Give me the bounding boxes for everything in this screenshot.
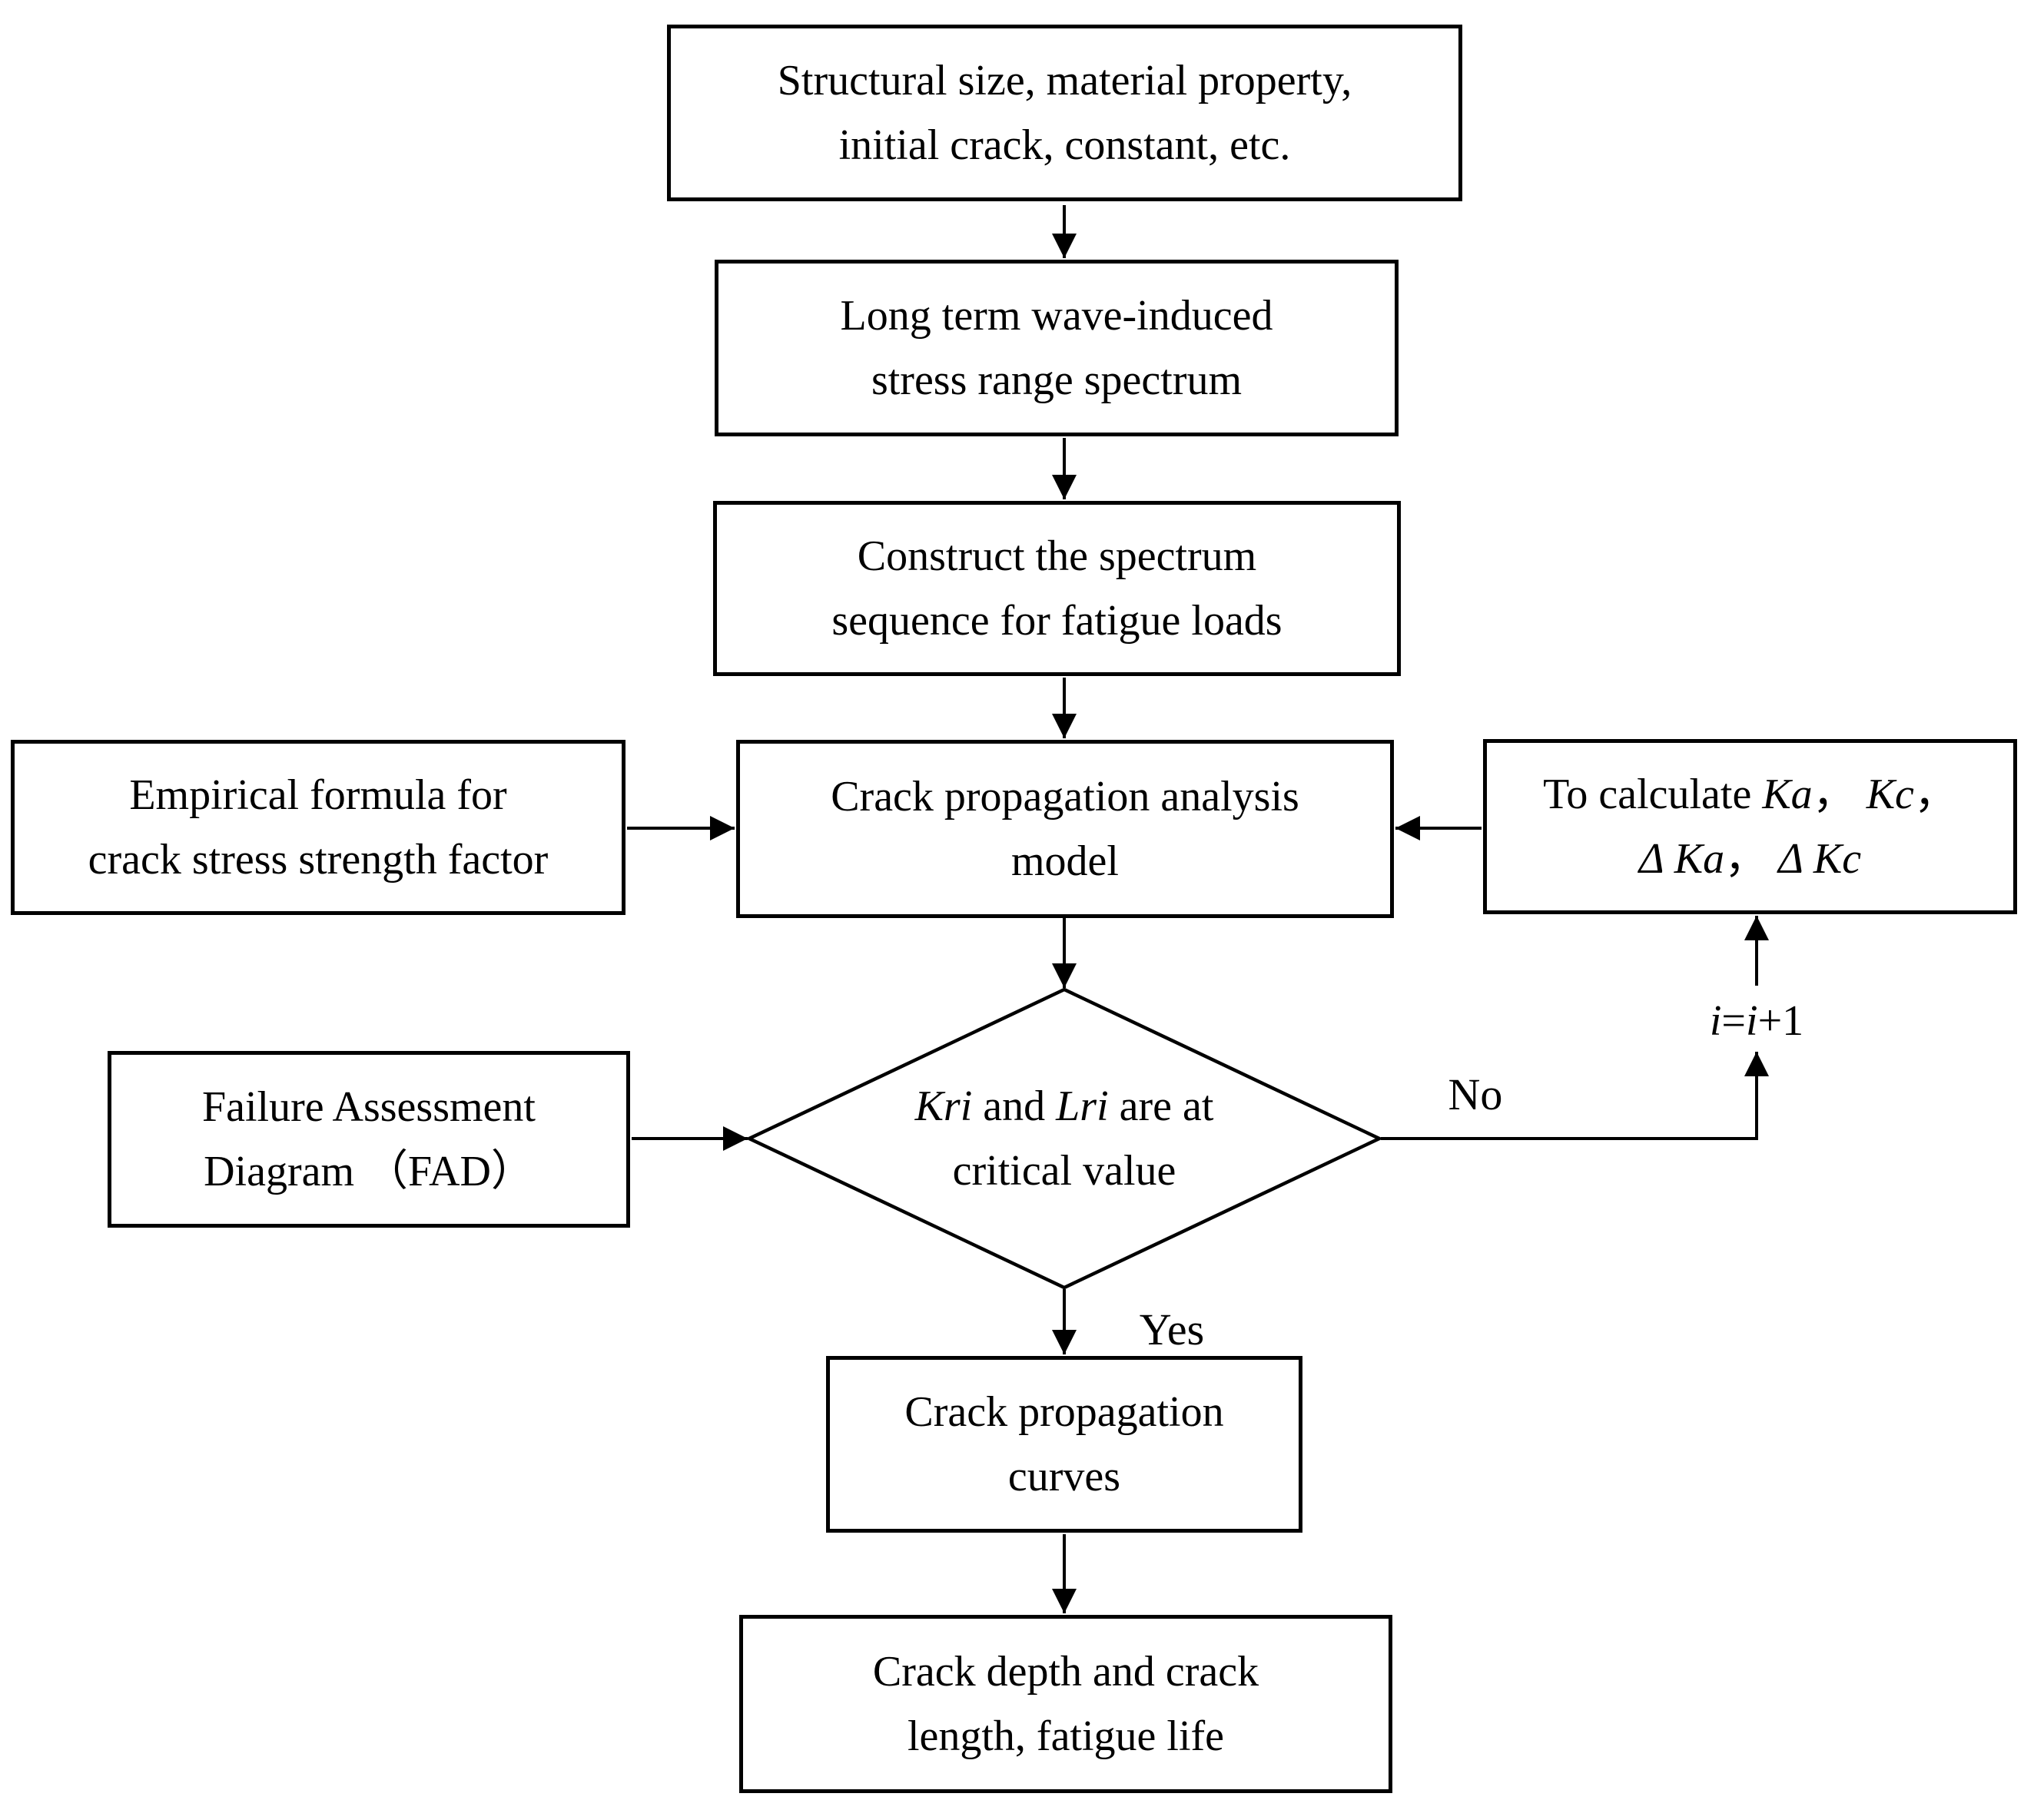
node-curves: Crack propagation curves — [826, 1356, 1302, 1533]
node-input-line2: initial crack, constant, etc. — [838, 121, 1291, 169]
node-curves-line1: Crack propagation — [904, 1388, 1224, 1436]
node-construct: Construct the spectrum sequence for fati… — [713, 501, 1401, 676]
node-input-line1: Structural size, material property, — [777, 57, 1352, 104]
node-output: Crack depth and crack length, fatigue li… — [739, 1615, 1392, 1793]
node-spectrum: Long term wave-induced stress range spec… — [715, 260, 1399, 436]
node-calculate-line1: To calculate Ka， Kc， — [1543, 771, 1957, 818]
node-construct-line1: Construct the spectrum — [857, 532, 1257, 580]
node-decision-line1: Kri and Lri are at — [914, 1082, 1214, 1130]
node-model-line2: model — [1011, 837, 1119, 885]
node-output-line1: Crack depth and crack — [872, 1648, 1259, 1696]
node-calculate-line2: Δ Ka， Δ Kc — [1638, 835, 1862, 883]
node-construct-line2: sequence for fatigue loads — [831, 597, 1282, 645]
node-input: Structural size, material property, init… — [667, 25, 1462, 201]
node-model: Crack propagation analysis model — [736, 740, 1394, 918]
node-decision-line2: critical value — [952, 1147, 1176, 1195]
node-decision-text: Kri and Lri are at critical value — [772, 1074, 1356, 1203]
node-model-line1: Crack propagation analysis — [831, 773, 1299, 820]
label-yes: Yes — [1139, 1304, 1205, 1354]
node-empirical-line2: crack stress strength factor — [88, 836, 549, 883]
node-empirical: Empirical formula for crack stress stren… — [11, 740, 625, 915]
node-calculate: To calculate Ka， Kc， Δ Ka， Δ Kc — [1483, 739, 2017, 914]
node-empirical-line1: Empirical formula for — [129, 771, 507, 819]
node-output-line2: length, fatigue life — [907, 1712, 1225, 1760]
node-curves-line2: curves — [1007, 1453, 1121, 1500]
node-spectrum-line1: Long term wave-induced — [840, 292, 1273, 340]
label-increment: i=i+1 — [1709, 997, 1804, 1045]
label-no: No — [1448, 1069, 1503, 1119]
node-fad: Failure Assessment Diagram （FAD） — [108, 1051, 630, 1228]
node-spectrum-line2: stress range spectrum — [871, 356, 1243, 404]
node-fad-line1: Failure Assessment — [202, 1083, 536, 1131]
node-fad-line2: Diagram （FAD） — [204, 1148, 534, 1195]
decision-diamond — [745, 987, 1384, 1290]
arrow-no-to-increment — [1381, 1052, 1769, 1140]
